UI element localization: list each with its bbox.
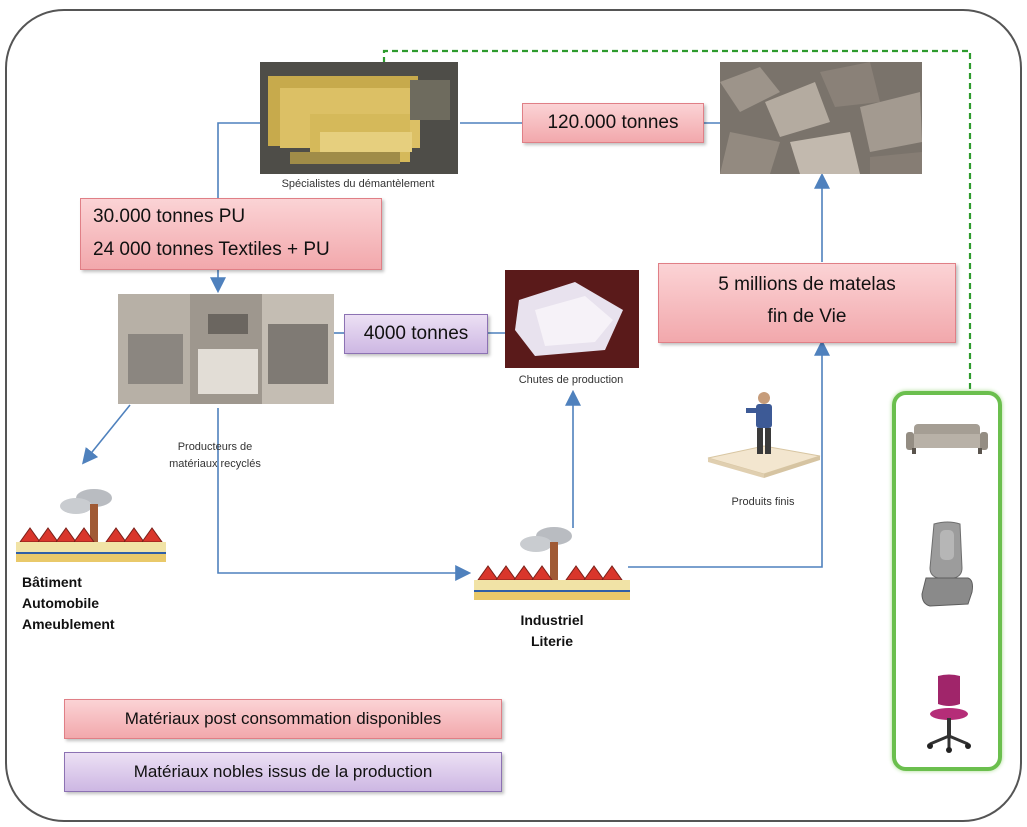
legend-noble-materials: Matériaux nobles issus de la production	[64, 752, 502, 792]
tonnage-dismantling-text: 120.000 tonnes	[547, 112, 679, 133]
end-of-life-mattresses-box: 5 millions de matelas fin de Vie	[658, 263, 956, 343]
scraps-photo	[505, 270, 639, 368]
scraps-caption: Chutes de production	[518, 374, 624, 386]
dismantling-caption: Spécialistes du démantèlement	[281, 178, 435, 190]
sector-furniture: Ameublement	[22, 616, 115, 632]
tonnage-scraps-text: 4000 tonnes	[363, 323, 469, 344]
legend-noble-materials-text: Matériaux nobles issus de la production	[133, 762, 433, 781]
recyclers-caption: Producteurs de matériaux recyclés	[140, 439, 290, 473]
person-on-mattress-icon	[707, 392, 821, 478]
factory-industry-icon	[474, 527, 630, 600]
office-chair-icon	[927, 674, 971, 753]
pu-line2: 24 000 tonnes Textiles + PU	[93, 239, 330, 260]
dismantling-photo	[260, 62, 458, 174]
pu-textiles-box: 30.000 tonnes PU 24 000 tonnes Textiles …	[80, 198, 382, 270]
mattresses-line1: 5 millions de matelas	[718, 274, 896, 295]
industry-line2: Literie	[530, 633, 573, 649]
arrow-recycler-to-sectors	[81, 404, 131, 465]
dismantled-foam-photo	[720, 62, 922, 174]
factory-sectors-icon	[16, 489, 166, 562]
legend-post-consumption-text: Matériaux post consommation disponibles	[124, 709, 442, 728]
tonnage-dismantling-box: 120.000 tonnes	[522, 103, 704, 143]
sectors-label: Bâtiment Automobile Ameublement	[22, 572, 115, 635]
arrow-industry-to-mattresses	[628, 339, 830, 568]
sector-building: Bâtiment	[22, 574, 82, 590]
sector-automobile: Automobile	[22, 595, 99, 611]
arrow-recycler-to-industry	[217, 408, 472, 581]
industry-line1: Industriel	[520, 612, 584, 628]
sofa-icon	[906, 424, 988, 454]
finished-products-caption: Produits finis	[731, 496, 795, 508]
mattresses-line2: fin de Vie	[767, 306, 847, 327]
recyclers-photo	[118, 294, 334, 404]
recyclers-caption-line1: Producteurs de	[177, 441, 253, 453]
tonnage-scraps-box: 4000 tonnes	[344, 314, 488, 354]
recyclers-caption-line2: matériaux recyclés	[169, 458, 261, 470]
industry-label: Industriel Literie	[490, 610, 614, 652]
car-seat-icon	[921, 521, 973, 607]
legend-post-consumption: Matériaux post consommation disponibles	[64, 699, 502, 739]
pu-line1: 30.000 tonnes PU	[93, 206, 246, 227]
